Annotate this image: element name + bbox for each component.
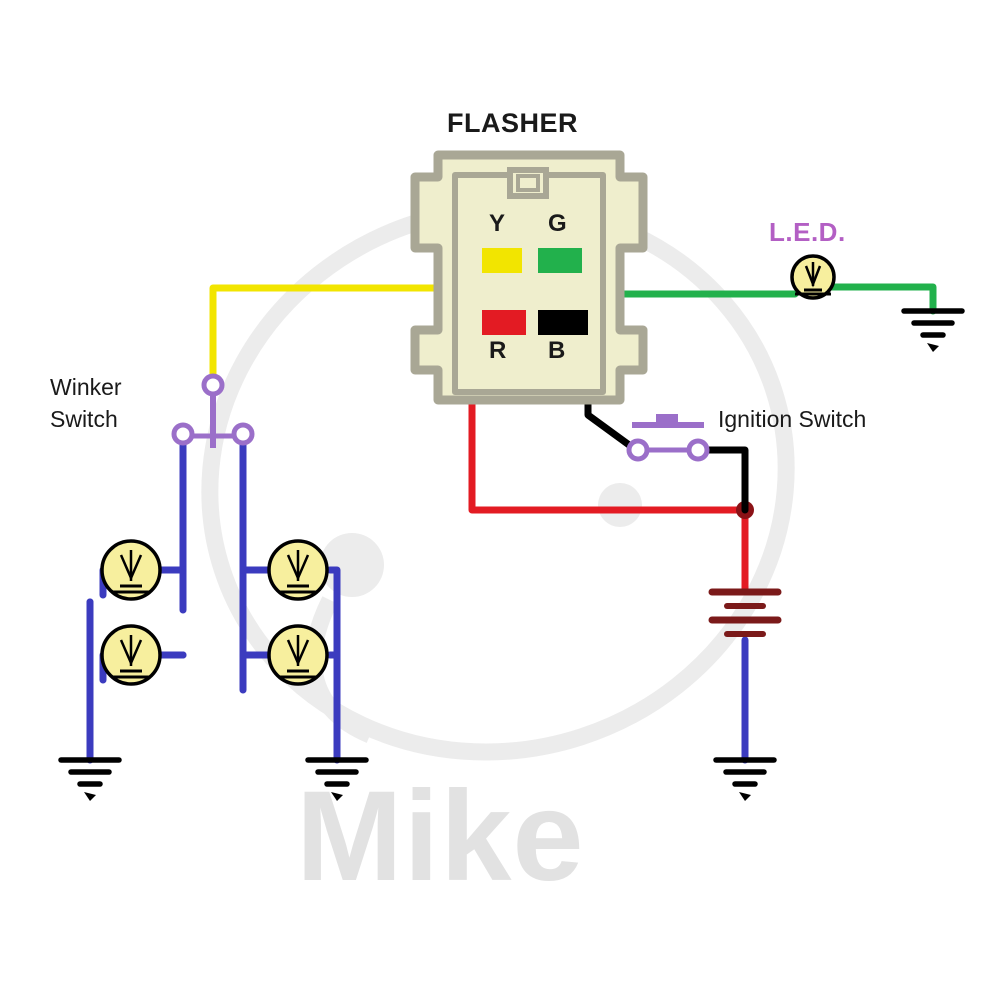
watermark-label: Mike [296,765,585,908]
winker-switch-label-line1: Winker [50,374,122,400]
winker-switch [171,373,255,448]
ground-led [901,308,965,352]
flasher-pin-g [538,248,582,273]
pin-label-y: Y [489,210,506,237]
battery [708,588,782,637]
indicator-lamp-front-left [100,539,162,601]
ignition-switch-label: Ignition Switch [718,406,867,432]
indicator-lamp-front-right [267,539,329,601]
indicator-lamp-rear-left [100,624,162,686]
flasher-relay [410,150,648,405]
led-label: L.E.D. [769,217,846,247]
flasher-pin-r [482,310,526,335]
flasher-title: FLASHER [447,108,578,138]
pin-label-b: B [548,337,566,364]
flasher-pin-b [538,310,588,335]
flasher-pin-y [482,248,522,273]
ground-left [58,757,122,801]
indicator-lamp-rear-right [267,624,329,686]
ground-middle [305,757,369,801]
ignition-switch [626,414,710,462]
led-indicator [790,254,836,300]
ground-battery [713,757,777,801]
pin-label-g: G [548,210,567,237]
pin-label-r: R [489,337,507,364]
winker-switch-label-line2: Switch [50,406,118,432]
